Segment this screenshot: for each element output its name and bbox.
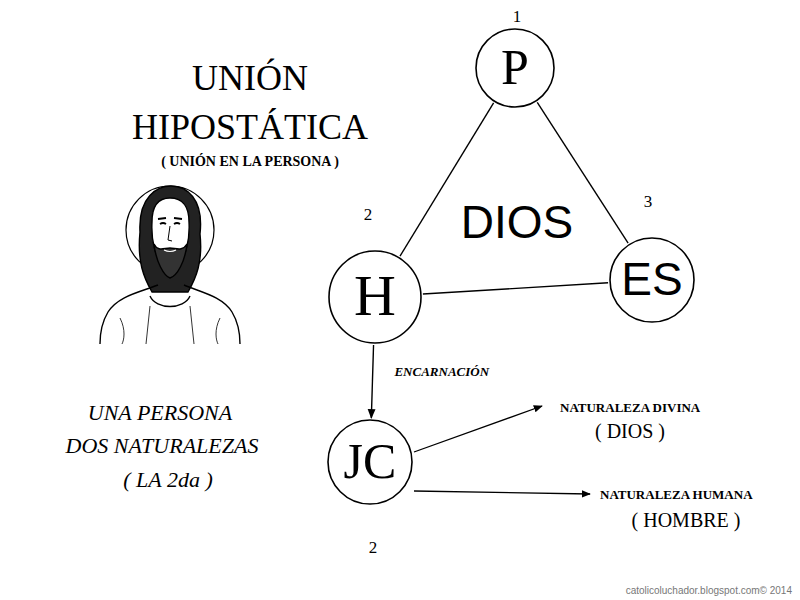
note-line: UNA PERSONA	[88, 401, 232, 424]
robe-folds	[120, 306, 220, 344]
node-letter: P	[501, 42, 529, 92]
brows	[158, 218, 182, 219]
callout-number: 3	[644, 193, 653, 211]
nature-label: NATURALEZA HUMANA	[600, 488, 753, 502]
divine-nature-arrow	[414, 406, 542, 452]
callout-number: 2	[369, 539, 378, 557]
eyes	[160, 223, 180, 224]
nature-label: NATURALEZA DIVINA	[560, 401, 700, 415]
node-letter: ES	[621, 256, 682, 302]
circle-shape	[476, 29, 554, 107]
mouth	[164, 250, 176, 252]
shoulders	[100, 285, 240, 344]
callout-number: 2	[364, 206, 373, 224]
circle-shape	[329, 251, 421, 343]
neckline	[150, 296, 190, 307]
note-line: DOS NATURALEZAS	[66, 434, 259, 457]
nature-note: ( HOMBRE )	[632, 510, 741, 531]
nature-note: ( DIOS )	[595, 421, 665, 442]
person-circle: JC	[327, 419, 413, 505]
human-nature-arrow	[414, 491, 590, 494]
trinity-line	[423, 283, 608, 294]
circle-shape	[328, 420, 412, 504]
circle-shape	[610, 238, 694, 322]
node-letter: JC	[344, 436, 397, 486]
hair	[139, 186, 200, 292]
person-circle: H	[328, 250, 422, 344]
nose	[168, 226, 172, 241]
callout-number: 1	[513, 8, 522, 26]
person-circle: ES	[609, 237, 695, 323]
watermark: catolicoluchador.blogspot.com© 2014	[626, 586, 792, 597]
note-line: ( LA 2da )	[123, 468, 212, 491]
nature-arrows	[414, 406, 590, 494]
beard	[154, 244, 187, 278]
christ-portrait	[100, 186, 240, 344]
incarnation-arrow	[371, 345, 373, 418]
subtitle: ( UNIÓN EN LA PERSONA )	[161, 155, 339, 170]
center-label: DIOS	[461, 198, 573, 246]
diagram-title: UNIÓN HIPOSTÁTICA	[100, 54, 400, 151]
node-letter: H	[354, 267, 396, 325]
edge-label: ENCARNACIÓN	[392, 366, 491, 380]
person-circle: P	[475, 28, 555, 108]
